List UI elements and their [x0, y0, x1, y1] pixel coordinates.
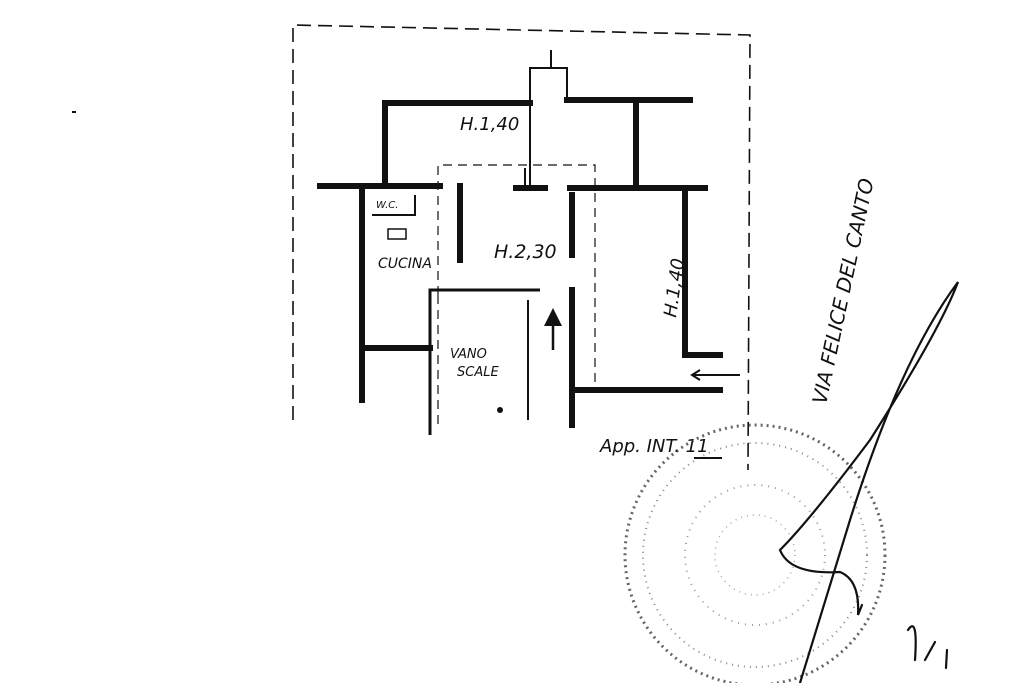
kitchen-label: CUCINA: [378, 256, 432, 272]
kitchen-appliance: [387, 228, 407, 240]
official-stamp: [623, 423, 887, 683]
up-arrow-icon: [544, 308, 562, 350]
stairwell-label-2: SCALE: [457, 365, 499, 380]
property-boundary: [292, 24, 751, 471]
hallway-dashed-outline: [437, 164, 596, 390]
signature-2: [906, 625, 949, 670]
dot-mark: [497, 407, 503, 413]
height-label-top: H.1,40: [460, 114, 519, 135]
entry-arrow-right: [690, 369, 740, 381]
chimney: [529, 67, 568, 190]
wc-label: W.C.: [376, 200, 398, 211]
apartment-label: App. INT. 11: [599, 436, 709, 457]
height-label-center: H.2,30: [494, 241, 557, 263]
stairwell-label-1: VANO: [450, 347, 487, 362]
walls: [317, 97, 723, 435]
street-label: VIA FELICE DEL CANTO: [807, 176, 878, 406]
signature: [778, 281, 960, 683]
